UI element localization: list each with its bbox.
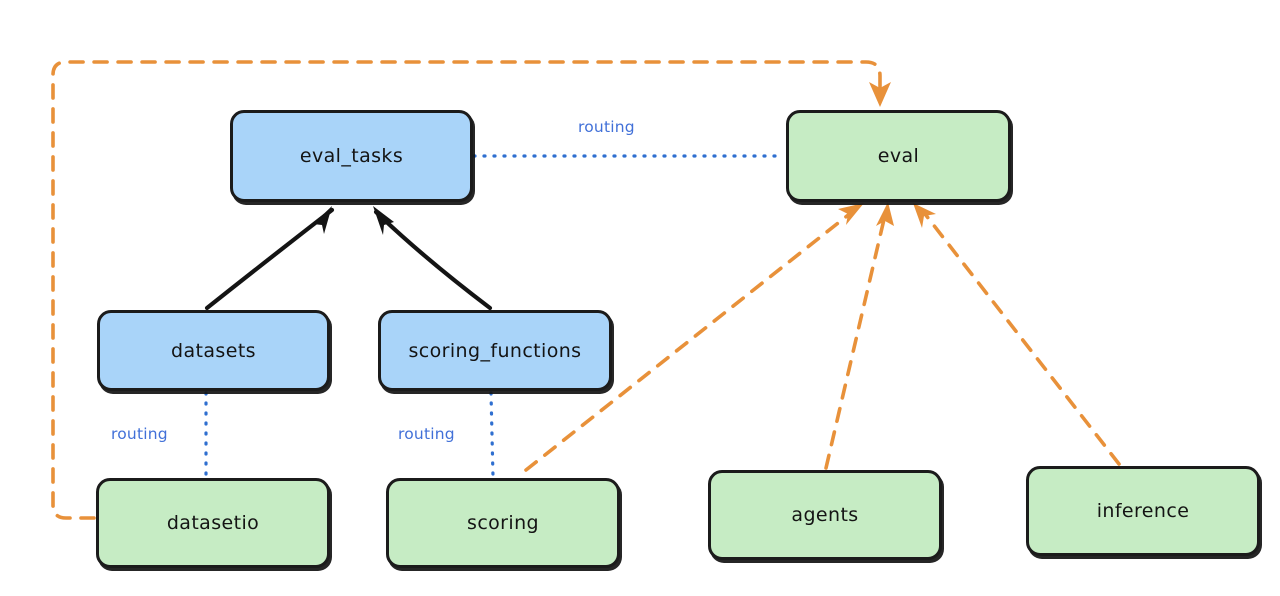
node-label: inference [1096, 500, 1190, 522]
node-datasets[interactable]: datasets [97, 310, 330, 391]
edge-label-routing-scoring: routing [398, 425, 455, 443]
node-label: eval_tasks [299, 145, 404, 167]
edge-datasets-eval_tasks [204, 206, 335, 311]
edge-scoring-eval [524, 203, 864, 472]
arrowhead [913, 203, 936, 228]
node-label: agents [791, 504, 859, 526]
edge-scoring_functions-scoring [489, 391, 495, 479]
edge-label-routing-datasetio: routing [111, 425, 168, 443]
node-label: scoring [467, 512, 539, 534]
edge-label-routing-eval: routing [578, 118, 635, 136]
node-eval[interactable]: eval [786, 110, 1011, 202]
arrowhead [373, 206, 394, 235]
node-scoring[interactable]: scoring [386, 478, 620, 568]
edge-datasetio-eval [51, 60, 891, 520]
node-inference[interactable]: inference [1026, 466, 1260, 556]
arrowhead [876, 202, 894, 226]
node-label: datasets [171, 339, 256, 362]
node-datasetio[interactable]: datasetio [96, 478, 330, 568]
edge-agents-eval [824, 202, 894, 470]
edge-inference-eval [913, 203, 1121, 466]
arrowhead [313, 206, 332, 234]
node-agents[interactable]: agents [708, 470, 942, 560]
node-label: eval [877, 145, 920, 167]
node-scoring_functions[interactable]: scoring_functions [378, 310, 612, 391]
arrowhead [838, 203, 864, 225]
edge-scoring_functions-eval_tasks [373, 206, 493, 311]
node-label: datasetio [166, 512, 260, 534]
arrowhead [869, 82, 891, 107]
node-eval_tasks[interactable]: eval_tasks [230, 110, 473, 202]
node-label: scoring_functions [408, 339, 582, 362]
